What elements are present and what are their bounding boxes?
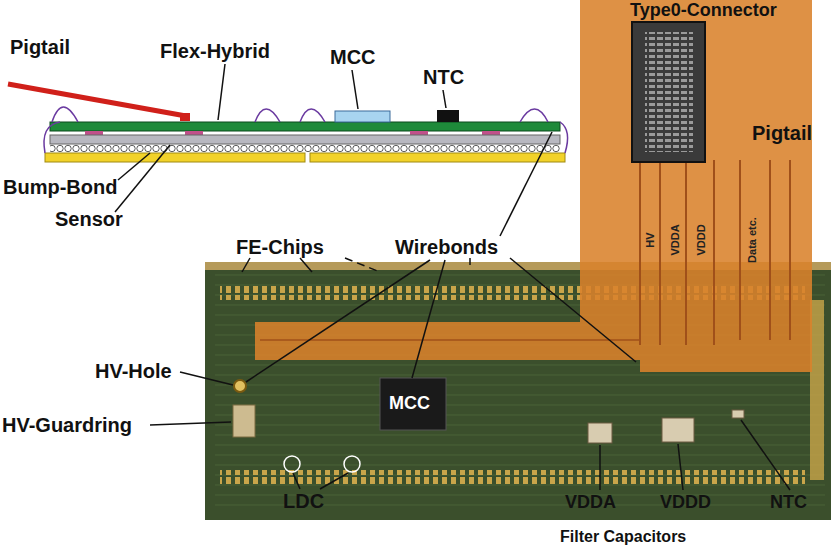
part-name: FE-Chips [236, 236, 324, 258]
part-name: VDDD [660, 493, 711, 513]
part-name: MCC [330, 46, 376, 68]
part-name: Pigtail [10, 36, 70, 58]
part-name: HV-Hole [95, 360, 172, 382]
part-name: NTC [770, 493, 807, 513]
part-name: LDC [283, 490, 324, 512]
part-name: HV-Guardring [2, 414, 132, 436]
signal-name: VDDA [669, 224, 681, 255]
part-name: Flex-Hybrid [160, 40, 270, 62]
part-name: Filter Capacitors [560, 528, 686, 546]
signal-name: Data etc. [746, 217, 758, 263]
part-name: VDDA [565, 493, 616, 513]
part-name: Sensor [55, 208, 123, 230]
part-name: NTC [423, 66, 464, 88]
part-name: Pigtail [752, 122, 812, 144]
chip-label: MCC [389, 394, 430, 414]
part-name: Wirebonds [395, 236, 498, 258]
signal-name: HV [644, 232, 656, 247]
signal-name: VDDD [695, 224, 707, 255]
part-name: Type0-Connector [630, 1, 777, 21]
part-name: Bump-Bond [3, 176, 117, 198]
